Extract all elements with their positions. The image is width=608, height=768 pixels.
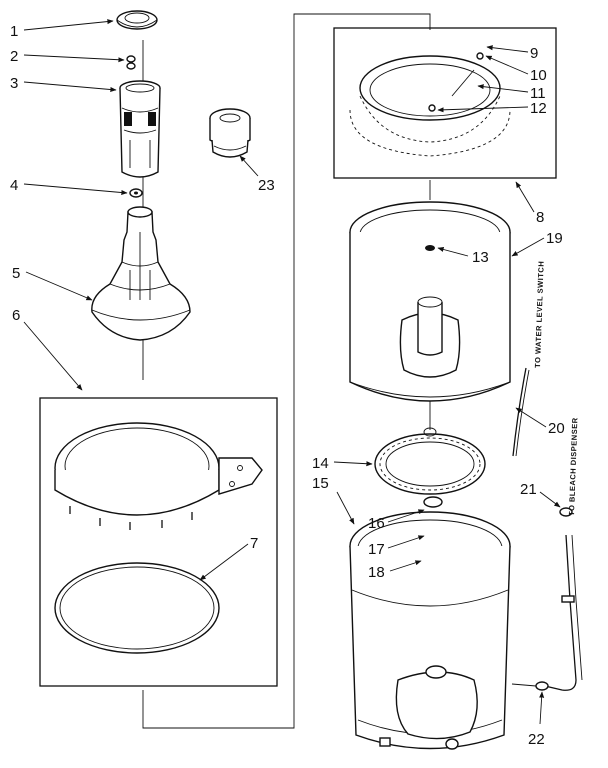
callout-21: 21 (520, 481, 537, 498)
callout-15: 15 (312, 475, 329, 492)
callout-3: 3 (10, 75, 18, 92)
leader-lines (23, 19, 561, 725)
callout-22: 22 (528, 731, 545, 748)
part-basket (349, 201, 511, 402)
callout-17: 17 (368, 541, 385, 558)
callout-11: 11 (530, 85, 546, 102)
part-agitator-cap (116, 10, 158, 30)
callout-9: 9 (530, 45, 538, 62)
note-water-level-text: TO WATER LEVEL SWITCH (533, 261, 546, 368)
callout-16: 16 (368, 515, 385, 532)
part-coupling (209, 108, 251, 158)
callout-19: 19 (546, 230, 563, 247)
part-agitator-base (91, 206, 191, 341)
part-outer-tub (349, 511, 511, 750)
callout-2: 2 (10, 48, 18, 65)
callout-14: 14 (312, 455, 329, 472)
callout-13: 13 (472, 249, 489, 266)
callout-20: 20 (548, 420, 565, 437)
callout-23: 23 (258, 177, 275, 194)
callout-18: 18 (368, 564, 385, 581)
part-balance-ring (349, 52, 511, 157)
part-tub-ring (54, 422, 263, 530)
group-box-6 (39, 397, 278, 687)
callout-12: 12 (530, 100, 547, 117)
note-water-level-switch: TO WATER LEVEL SWITCH (533, 261, 546, 368)
part-nut (129, 188, 143, 198)
part-agitator-barrel (119, 80, 161, 178)
note-bleach-dispenser: TO BLEACH DISPENSER (567, 417, 579, 516)
callout-labels: 1 2 3 4 5 6 7 8 9 10 11 12 13 14 15 16 1… (10, 23, 565, 748)
callout-7: 7 (250, 535, 258, 552)
group-box-8 (333, 27, 557, 179)
callout-10: 10 (530, 67, 547, 84)
note-bleach-text: TO BLEACH DISPENSER (567, 417, 579, 516)
callout-4: 4 (10, 177, 18, 194)
callout-5: 5 (12, 265, 20, 282)
callout-6: 6 (12, 307, 20, 324)
part-bleach-hose (511, 507, 583, 691)
part-gasket-ring (54, 562, 220, 654)
callout-8: 8 (536, 209, 544, 226)
part-level-hose (512, 367, 530, 457)
part-seal (126, 55, 136, 70)
part-hub-ring (374, 427, 486, 495)
callout-1: 1 (10, 23, 18, 40)
